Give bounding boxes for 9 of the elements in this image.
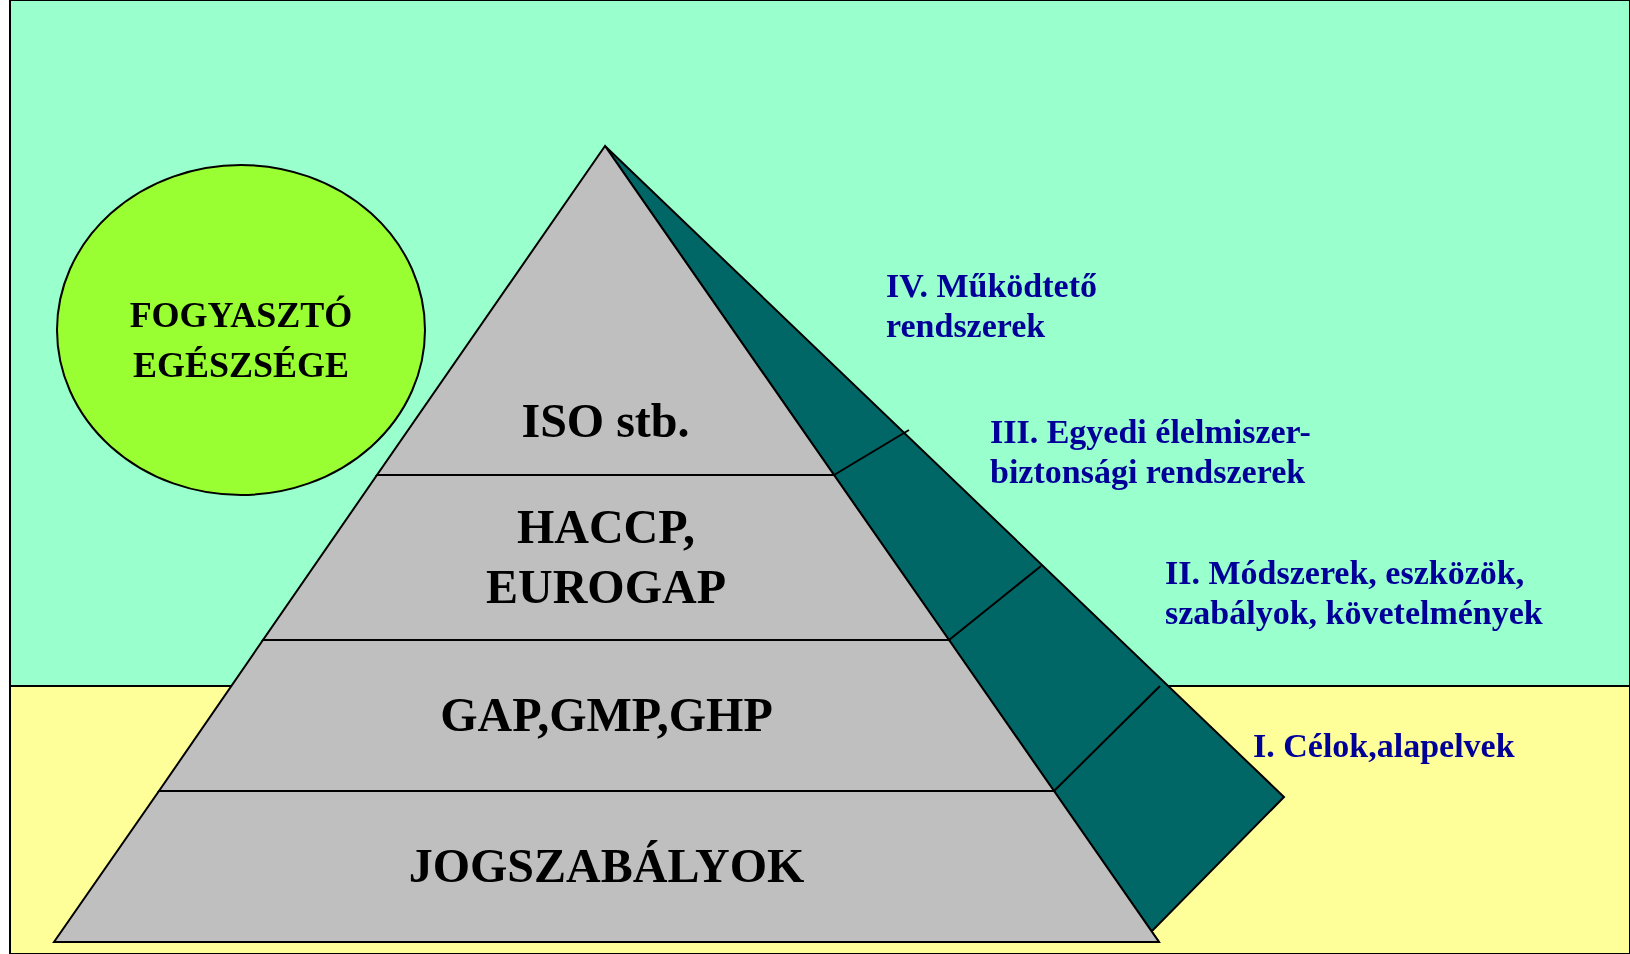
layer-label: JOGSZABÁLYOK (407, 838, 806, 894)
layer-label: FOGYASZTÓ EGÉSZSÉGE (128, 294, 354, 387)
layer-label: HACCP, EUROGAP (485, 499, 727, 615)
level-label: I. Célok,alapelvek (1253, 726, 1516, 766)
layer-label: GAP,GMP,GHP (439, 687, 774, 743)
level-label: II. Módszerek, eszközök, szabályok, követelmények (1165, 553, 1544, 633)
layer-label: ISO stb. (520, 393, 691, 449)
level-label: IV. Működtető rendszerek (886, 266, 1098, 346)
level-label: III. Egyedi élelmiszer-biztonsági rendszerek (990, 412, 1312, 492)
